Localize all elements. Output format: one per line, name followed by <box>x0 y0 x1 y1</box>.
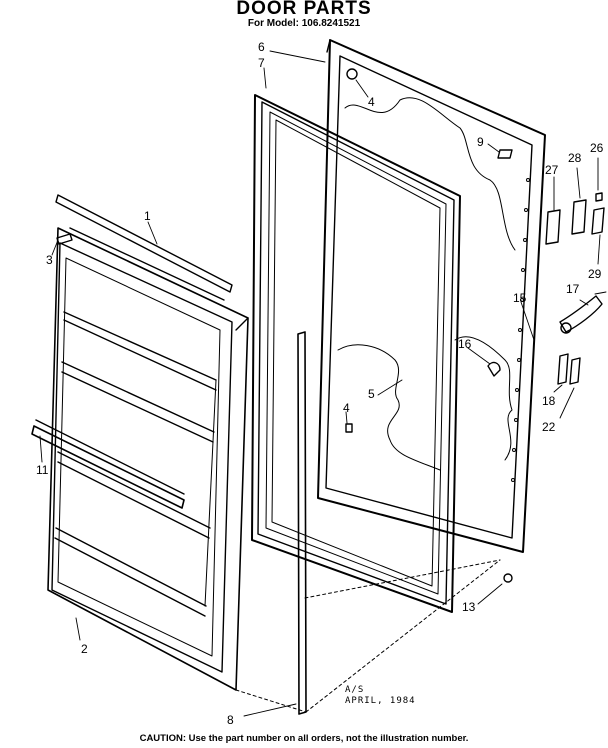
inner-door-liner <box>47 227 249 691</box>
stamp-line-1: A/S <box>345 685 365 695</box>
callout-8: 8 <box>227 713 234 727</box>
page-title: DOOR PARTS <box>236 0 372 19</box>
part-26 <box>595 192 603 202</box>
callout-26: 26 <box>590 141 604 155</box>
part-18 <box>557 353 569 385</box>
part-9-clip <box>497 149 513 159</box>
door-gasket <box>251 94 461 613</box>
callout-5: 5 <box>368 387 375 401</box>
part-28 <box>571 199 587 235</box>
part-27 <box>545 209 561 245</box>
part-15-17-handle <box>559 295 603 333</box>
callout-17: 17 <box>566 282 580 296</box>
part-13-screw <box>503 573 513 583</box>
callout-29: 29 <box>588 267 602 281</box>
door-strip <box>297 331 307 715</box>
callout-4b: 4 <box>343 401 350 415</box>
revision-stamp: A/S APRIL, 1984 <box>345 685 416 707</box>
callout-16: 16 <box>458 337 472 351</box>
part-4-plug <box>345 423 353 433</box>
part-22 <box>569 357 581 385</box>
callout-3: 3 <box>46 253 53 267</box>
shelf-bar <box>31 419 185 509</box>
part-29 <box>591 207 605 235</box>
callout-22: 22 <box>542 420 556 434</box>
callout-7: 7 <box>258 56 265 70</box>
part-3-clip <box>56 233 73 245</box>
caution-note: CAUTION: Use the part number on all orde… <box>139 733 469 744</box>
callout-6: 6 <box>258 40 265 54</box>
callout-11: 11 <box>36 463 49 477</box>
stamp-line-2: APRIL, 1984 <box>345 696 416 706</box>
top-trim-strip <box>55 194 233 293</box>
callout-1: 1 <box>144 209 151 223</box>
callout-28: 28 <box>568 151 582 165</box>
callout-2: 2 <box>81 642 88 656</box>
callout-4a: 4 <box>368 95 375 109</box>
model-subtitle: For Model: 106.8241521 <box>247 18 361 29</box>
part-16 <box>487 361 501 377</box>
callout-13: 13 <box>462 600 476 614</box>
outer-door-panel <box>317 39 546 553</box>
callout-18: 18 <box>542 394 556 408</box>
part-4-top-plug <box>346 68 358 80</box>
callout-27: 27 <box>545 163 559 177</box>
callout-9: 9 <box>477 135 484 149</box>
callout-15: 15 <box>513 291 527 305</box>
